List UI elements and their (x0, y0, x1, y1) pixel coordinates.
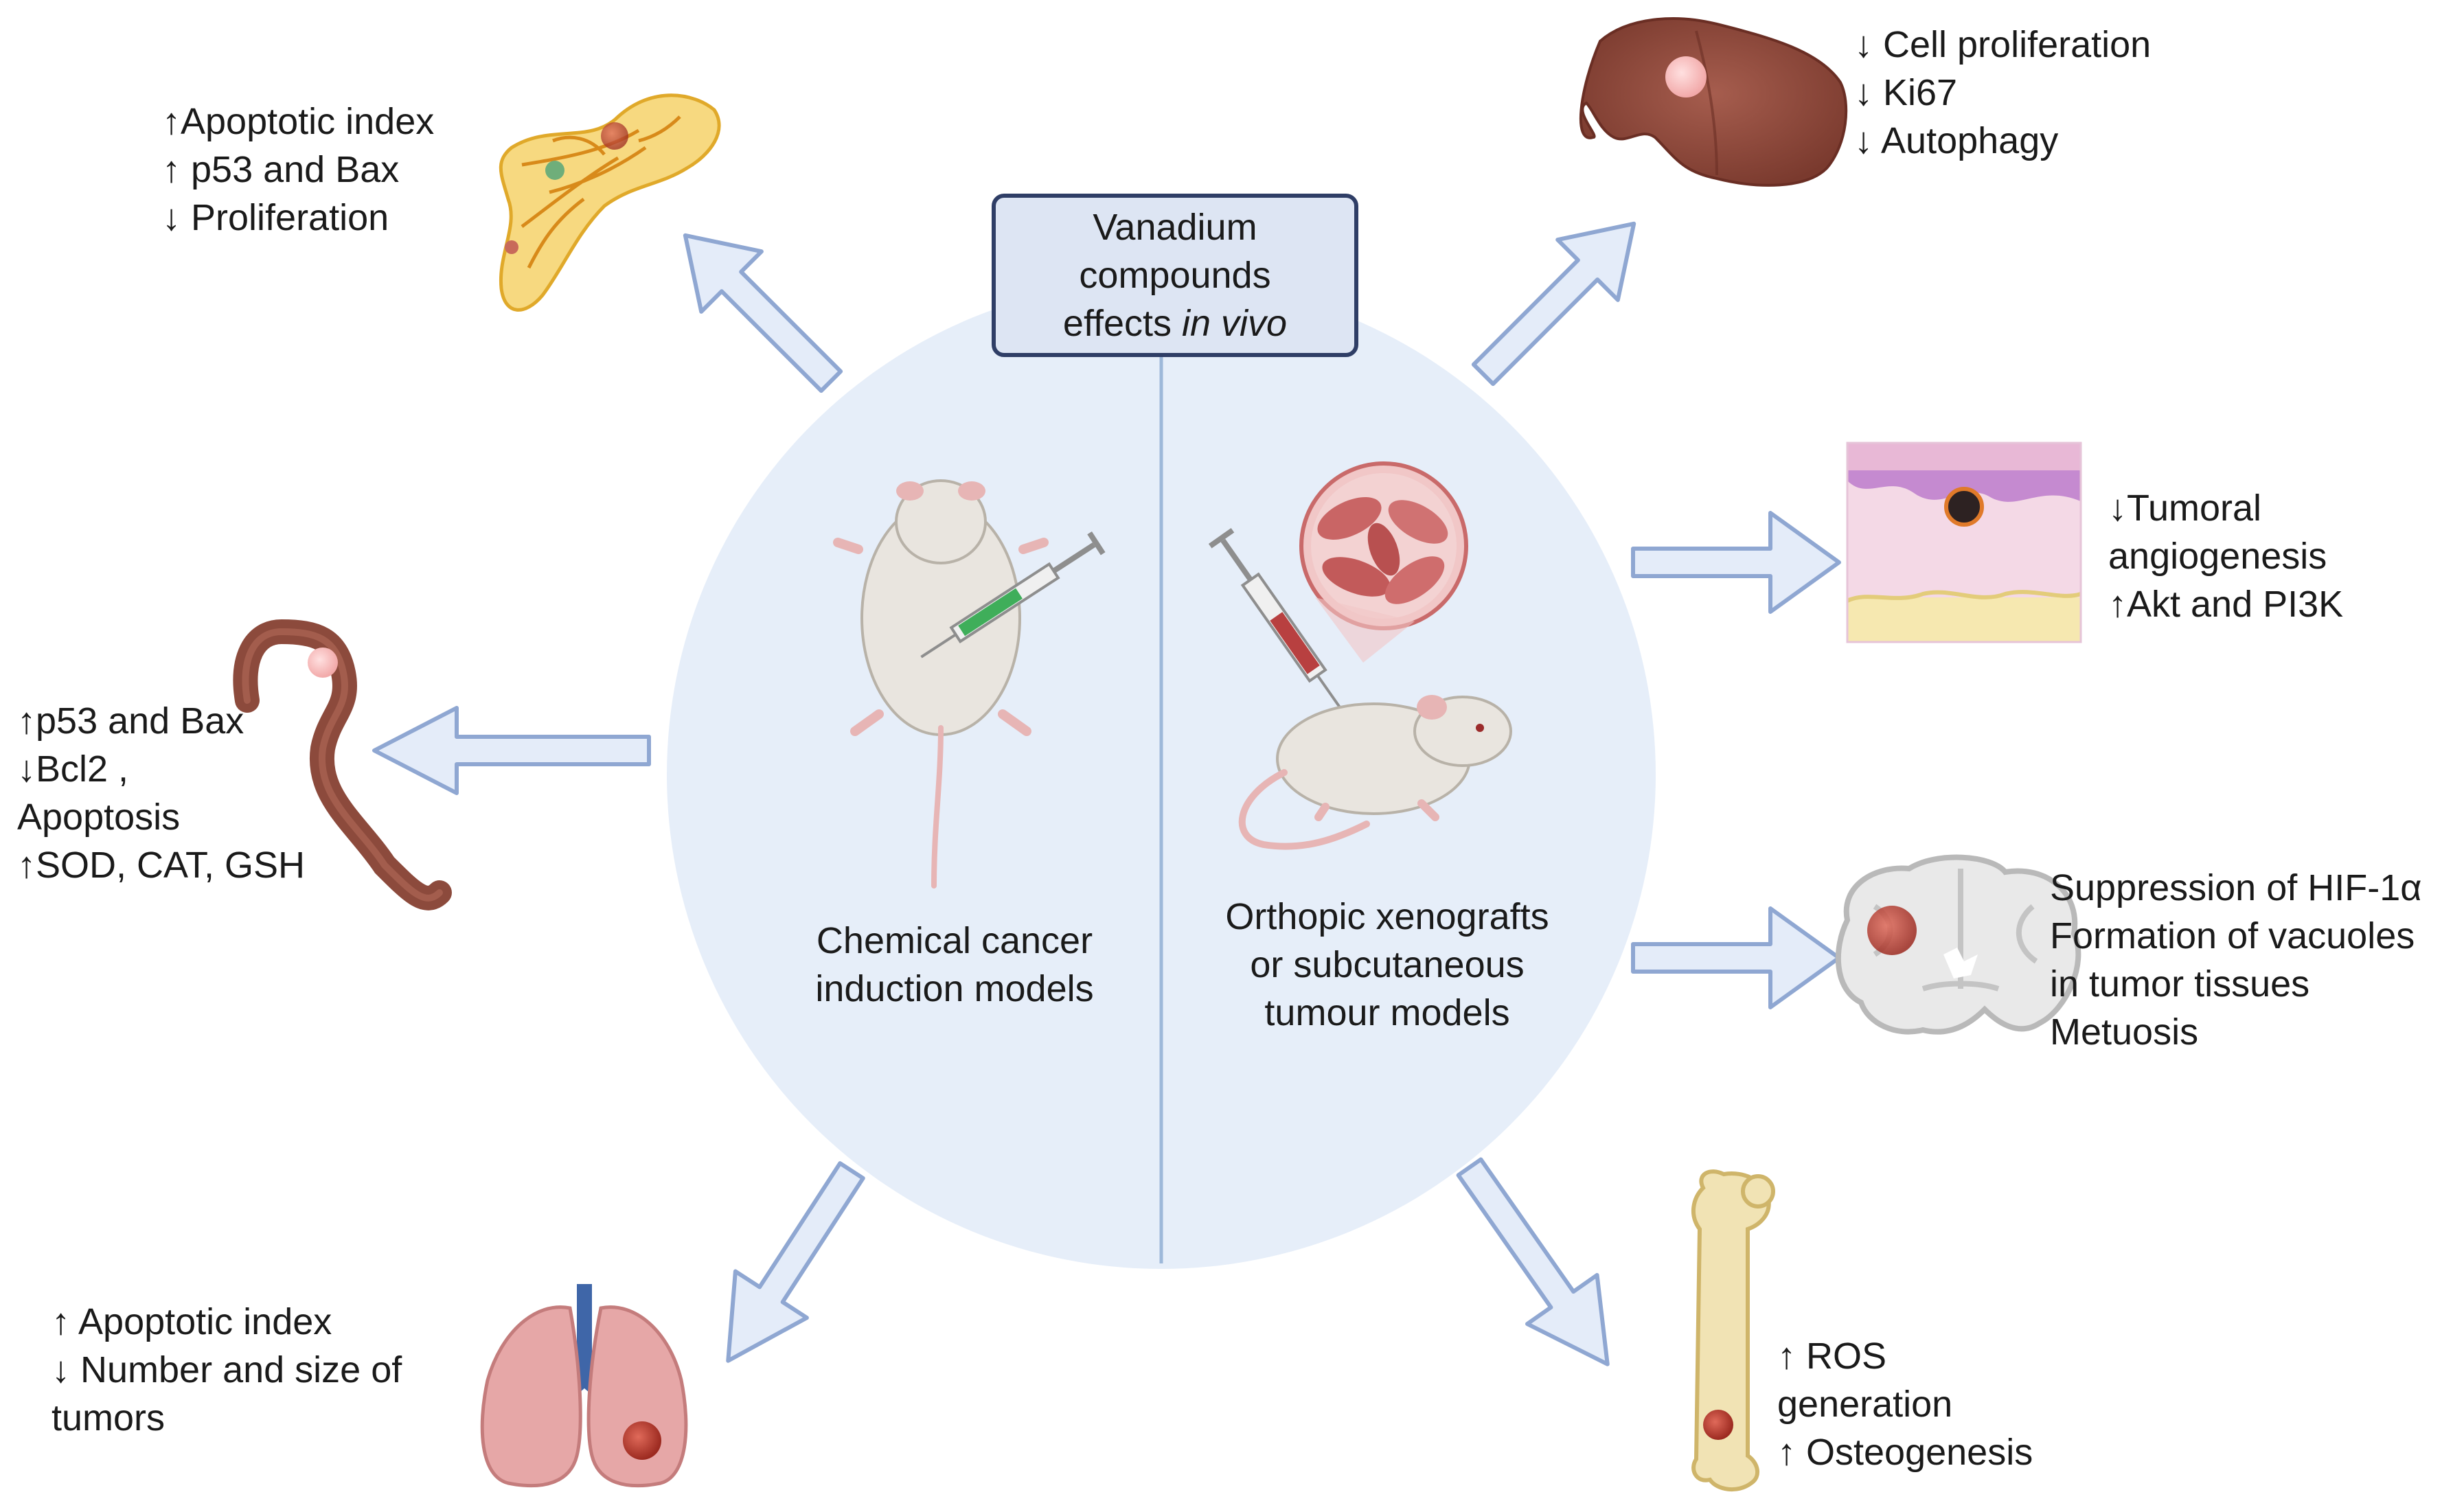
left-model-label: Chemical cancer induction models (790, 917, 1119, 1013)
arrow-to-brain (1631, 906, 1841, 1009)
arrow-to-skin (1631, 511, 1841, 614)
arrow-to-lung (726, 1161, 865, 1363)
effect-line: ↓Bcl2 , (17, 748, 129, 790)
effect-line: in tumor tissues (2050, 963, 2310, 1005)
effect-line: ↑SOD, CAT, GSH (17, 845, 306, 886)
syringe-icon (1208, 527, 1345, 713)
right-model-line: Orthopic xenografts (1225, 896, 1549, 937)
brain-icon (1835, 854, 2081, 1035)
skin-tissue-icon (1846, 442, 2082, 643)
pancreas-effects: ↑Apoptotic index ↑ p53 and Bax ↓ Prolife… (162, 98, 434, 242)
skin-effects: ↓Tumoral angiogenesis ↑Akt and PI3K (2108, 484, 2343, 628)
brain-effects: Suppression of HIF-1α Formation of vacuo… (2050, 864, 2421, 1056)
effect-line: Suppression of HIF-1α (2050, 867, 2422, 908)
rat-supine-icon (833, 479, 1049, 889)
bone-effects: ↑ ROS generation ↑ Osteogenesis (1777, 1332, 2033, 1476)
arrow-to-pancreas (683, 233, 843, 393)
right-model-label: Orthopic xenografts or subcutaneous tumo… (1195, 893, 1579, 1037)
title-line-2: compounds (1079, 255, 1271, 296)
effect-line: ↓ Proliferation (162, 197, 389, 238)
effect-line: angiogenesis (2108, 536, 2327, 577)
title-box: Vanadium compounds effects in vivo (992, 194, 1358, 357)
left-model-line: induction models (815, 968, 1094, 1009)
lung-icon (480, 1284, 688, 1488)
title-prefix: effects (1062, 303, 1183, 344)
right-model-line: or subcutaneous (1250, 944, 1525, 985)
mouse-icon (1238, 695, 1512, 850)
liver-icon (1579, 17, 1848, 187)
arrow-to-colon (372, 706, 651, 795)
title-line-1: Vanadium (1093, 207, 1257, 248)
effect-line: ↓ Ki67 (1854, 72, 1958, 113)
liver-effects: ↓ Cell proliferation ↓ Ki67 ↓ Autophagy (1854, 21, 2151, 165)
effect-line: ↓ Autophagy (1854, 120, 2059, 161)
effect-line: ↑ Osteogenesis (1777, 1432, 2033, 1473)
effect-line: ↑ ROS (1777, 1336, 1887, 1377)
right-model-line: tumour models (1264, 992, 1510, 1033)
colon-effects: ↑p53 and Bax ↓Bcl2 , Apoptosis ↑SOD, CAT… (17, 697, 305, 889)
pancreas-icon (499, 93, 721, 312)
title-line-3: effects in vivo (1063, 299, 1287, 347)
lung-effects: ↑ Apoptotic index ↓ Number and size of t… (52, 1298, 402, 1442)
effect-line: ↑Akt and PI3K (2108, 584, 2344, 625)
effect-line: ↑p53 and Bax (17, 700, 244, 742)
cancer-cells-icon (1299, 461, 1468, 663)
colon-icon (233, 619, 452, 910)
title-italic: in vivo (1182, 303, 1288, 344)
effect-line: Apoptosis (17, 797, 181, 838)
effect-line: ↓ Cell proliferation (1854, 24, 2152, 65)
effect-line: ↑ Apoptotic index (52, 1301, 332, 1342)
effect-line: tumors (52, 1397, 166, 1439)
effect-line: Metuosis (2050, 1011, 2199, 1053)
bone-icon (1691, 1169, 1775, 1492)
syringe-icon (920, 531, 1106, 658)
arrow-to-liver (1471, 221, 1636, 387)
effect-line: ↑Apoptotic index (162, 101, 435, 142)
effect-line: Formation of vacuoles (2050, 915, 2415, 957)
left-model-line: Chemical cancer (816, 920, 1093, 961)
effect-line: generation (1777, 1384, 1953, 1425)
effect-line: ↓ Number and size of (52, 1349, 402, 1390)
effect-line: ↓Tumoral (2108, 488, 2262, 529)
effect-line: ↑ p53 and Bax (162, 149, 400, 190)
arrow-to-bone (1456, 1157, 1610, 1366)
